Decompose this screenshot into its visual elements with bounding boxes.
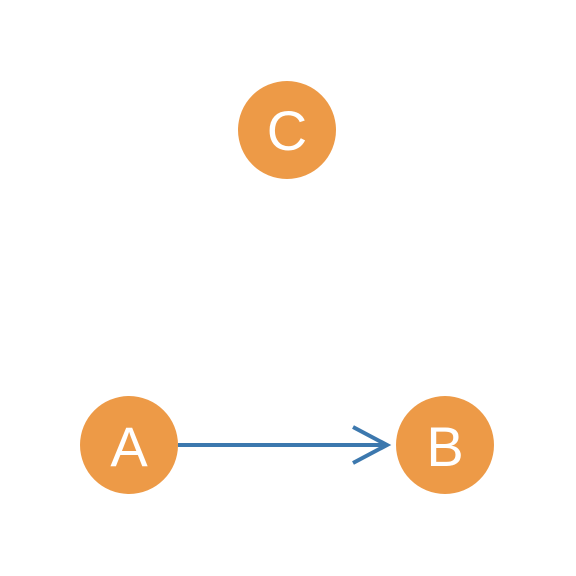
node-b-label: B: [426, 415, 463, 478]
arrowhead-icon: [352, 425, 392, 465]
node-c-label: C: [267, 99, 307, 162]
node-b[interactable]: B: [396, 396, 494, 494]
node-b-circle: [396, 396, 494, 494]
node-c-circle: [238, 81, 336, 179]
node-c[interactable]: C: [238, 81, 336, 179]
edge-a-to-b: [178, 425, 392, 465]
node-a-label: A: [110, 415, 148, 478]
node-a[interactable]: A: [80, 396, 178, 494]
node-a-circle: [80, 396, 178, 494]
